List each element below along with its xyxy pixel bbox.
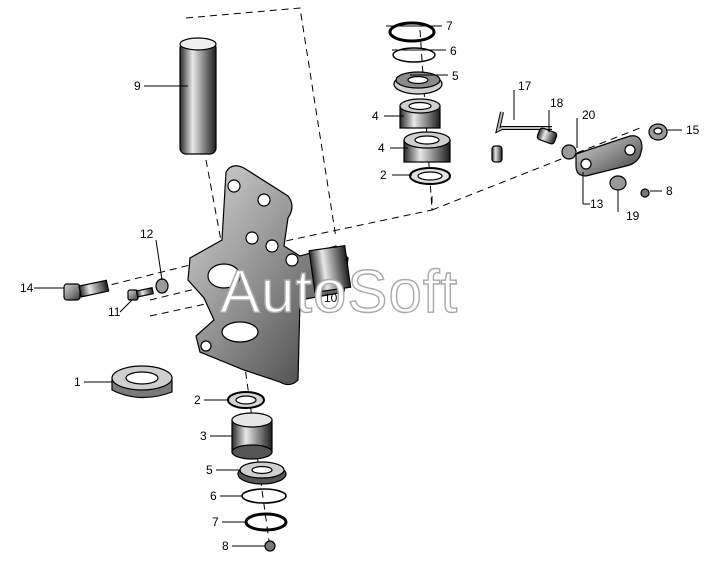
axis-pin-frame xyxy=(185,7,337,239)
part-7-snap-ring-top xyxy=(388,21,436,43)
axis-bottom-stack xyxy=(243,359,271,549)
callout-14: 14 xyxy=(20,281,34,295)
axis-small-bolt xyxy=(149,301,216,317)
part-10-steering-knuckle xyxy=(187,165,352,386)
callout-1: 1 xyxy=(74,375,81,389)
callout-4-upper: 4 xyxy=(372,109,379,123)
part-3-bushing xyxy=(231,412,273,460)
part-4-bearing-upper xyxy=(399,98,441,129)
part-2-ring-top xyxy=(409,167,451,185)
callout-20: 20 xyxy=(582,108,596,122)
callout-10: 10 xyxy=(324,291,338,305)
callout-18: 18 xyxy=(550,96,564,110)
callout-6-top: 6 xyxy=(450,44,457,58)
callout-7-top: 7 xyxy=(446,19,453,33)
callout-8-right: 8 xyxy=(666,184,673,198)
callout-4-lower: 4 xyxy=(378,141,385,155)
callout-7-bottom: 7 xyxy=(212,515,219,529)
callout-8-bottom: 8 xyxy=(222,539,229,553)
part-8-grease-fitting-right xyxy=(640,188,650,198)
callout-17: 17 xyxy=(518,79,532,93)
part-19-nut xyxy=(609,175,627,191)
callout-6-bottom: 6 xyxy=(210,489,217,503)
callout-2-top: 2 xyxy=(380,168,387,182)
callout-9: 9 xyxy=(134,79,141,93)
callout-3: 3 xyxy=(200,429,207,443)
part-2-ring-bottom xyxy=(227,391,265,409)
part-12-washer xyxy=(155,278,169,294)
watermark: AutoSoft xyxy=(220,258,458,325)
part-nipple-cap xyxy=(491,145,503,163)
part-17-hex-key xyxy=(495,111,552,134)
part-5-cap-top xyxy=(393,71,443,95)
callout-11: 11 xyxy=(108,305,121,319)
leader-lines xyxy=(34,25,682,547)
axis-lever-right xyxy=(431,127,641,211)
part-18-grease-nipple xyxy=(536,127,558,145)
part-15-nut xyxy=(648,123,668,141)
part-6-o-ring-top xyxy=(392,47,436,63)
callout-labels: 7 6 5 4 4 2 17 18 20 15 13 19 8 9 12 14 … xyxy=(20,19,700,553)
callout-19: 19 xyxy=(626,209,640,223)
part-11-small-bolt xyxy=(127,287,154,301)
axis-lever-line xyxy=(89,196,433,291)
callout-15: 15 xyxy=(686,123,700,137)
part-8-grease-fitting-bottom xyxy=(264,540,276,552)
part-20-nut xyxy=(561,144,577,160)
part-13-lever-arm xyxy=(575,135,643,177)
callout-5-bottom: 5 xyxy=(206,463,213,477)
callout-12: 12 xyxy=(140,227,154,241)
callout-13: 13 xyxy=(590,197,604,211)
part-1-seal-ring xyxy=(111,365,173,399)
callout-5-top: 5 xyxy=(452,69,459,83)
part-4-bearing-lower xyxy=(403,131,451,163)
callout-2-bottom: 2 xyxy=(194,393,201,407)
part-14-bolt xyxy=(63,279,110,301)
part-5-cap-bottom xyxy=(237,461,287,485)
part-9-kingpin xyxy=(179,37,217,155)
part-6-o-ring-bottom xyxy=(241,488,287,504)
